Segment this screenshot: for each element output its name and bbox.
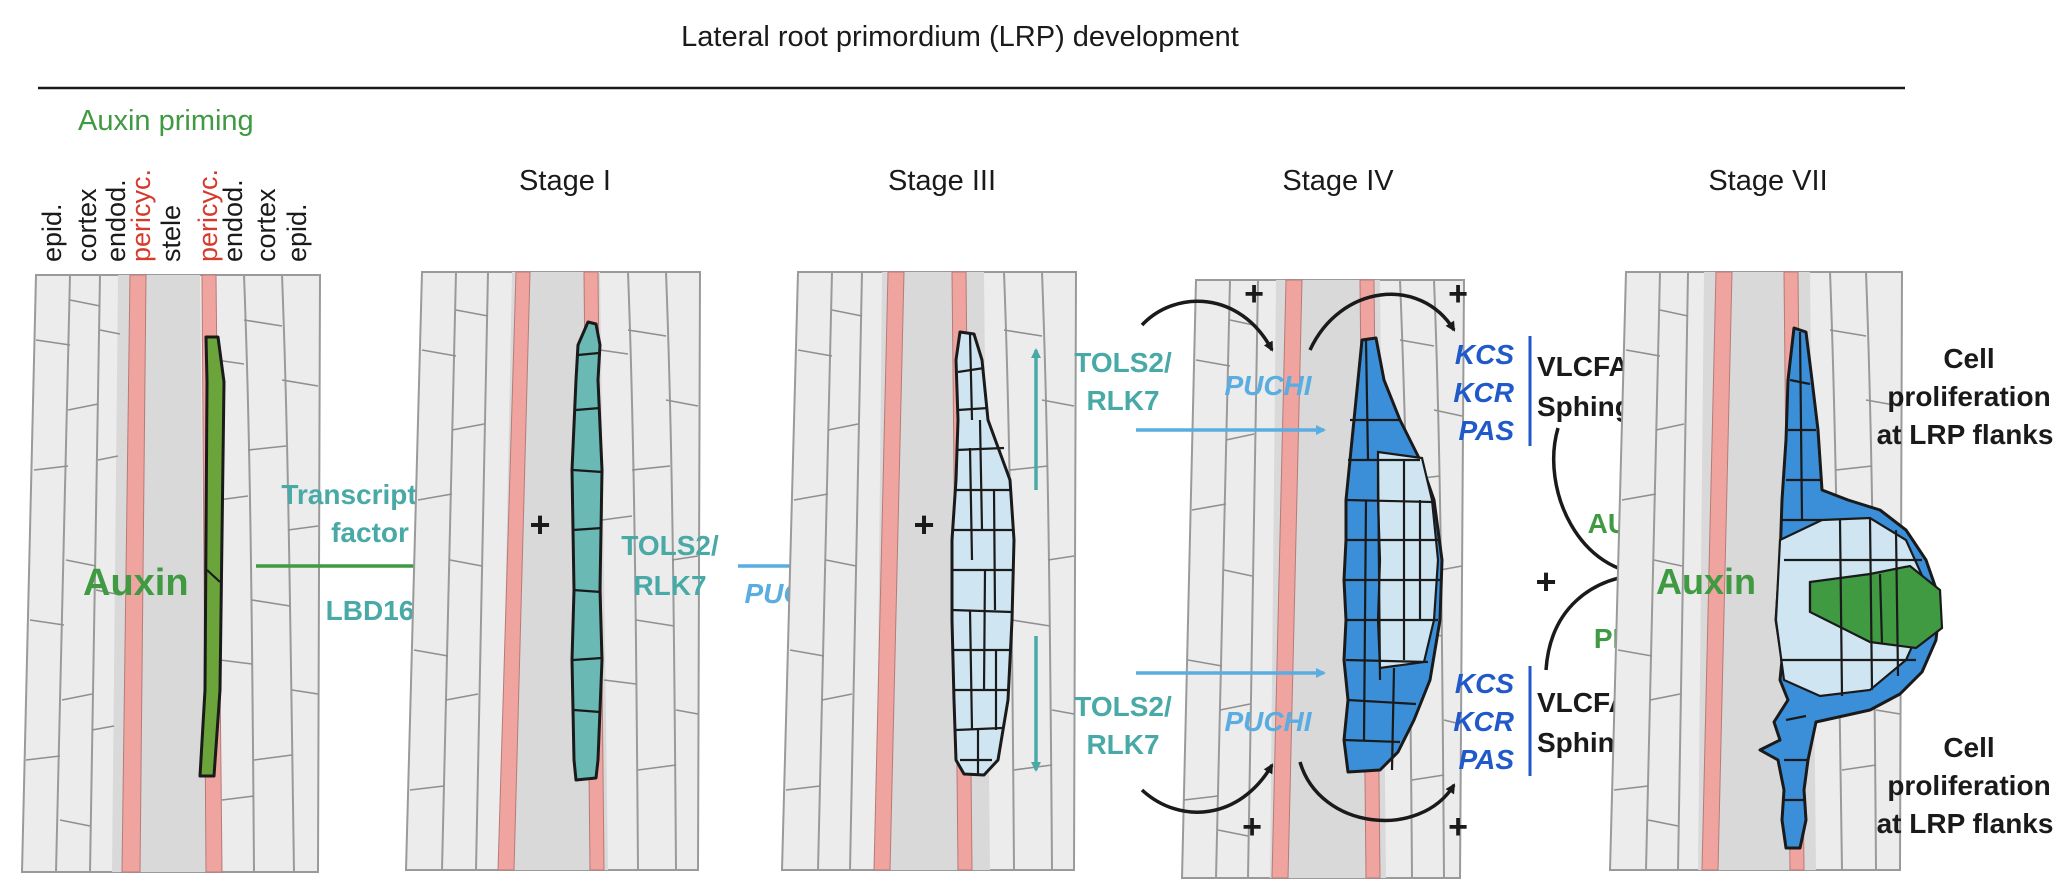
stage-i-primordium (570, 320, 604, 782)
figure-title: Lateral root primordium (LRP) developmen… (681, 21, 1239, 53)
lbd16-label: LBD16 (326, 595, 415, 626)
stage-vii-heading: Stage VII (1708, 165, 1827, 197)
flank-label-bottom: Cell proliferation at LRP flanks (1877, 732, 2054, 839)
tissue-label: stele (156, 205, 186, 262)
enzyme-label: KCR (1453, 706, 1514, 737)
flank-bottom-line: proliferation (1887, 770, 2050, 801)
enzyme-label: PAS (1459, 744, 1515, 775)
auxin-label-left: Auxin (83, 562, 189, 604)
receptor-bottom-line1: TOLS2/ (1074, 691, 1172, 722)
panel-stage-iii: Stage III + (780, 165, 1078, 871)
stage-iii-heading: Stage III (888, 165, 996, 197)
tissue-label: epid. (37, 203, 67, 262)
puchi-bottom-label: PUCHI (1224, 706, 1312, 737)
enzyme-label: KCS (1455, 339, 1514, 370)
auxin-primed-cell (198, 335, 226, 778)
stage-iv-inner-cells (1376, 450, 1440, 670)
panel-auxin-priming: Auxin priming epid. cortex endod. pericy… (20, 105, 322, 873)
tissue-label: endod. (101, 179, 131, 262)
curved-arrow-bottom-right (1298, 761, 1456, 823)
tissue-label-pericycle: pericyc. (126, 169, 156, 262)
enzymes-top: KCS KCR PAS (1453, 336, 1532, 446)
flank-top-line: proliferation (1887, 381, 2050, 412)
tissue-label: endod. (218, 179, 248, 262)
plus-bottom-right: + (1448, 808, 1468, 846)
stage-i-heading: Stage I (519, 165, 611, 197)
stage-iii-primordium (950, 330, 1016, 777)
puchi-top-label: PUCHI (1224, 370, 1312, 401)
enzyme-label: PAS (1459, 415, 1515, 446)
plus-bottom-left: + (1242, 808, 1262, 846)
panel-stage-i: Stage I + TOLS2/ RLK7 (404, 165, 719, 871)
flank-bottom-line: Cell (1943, 732, 1994, 763)
tissue-label: epid. (282, 203, 312, 262)
stage-i-receptor-line1: TOLS2/ (621, 530, 719, 561)
plus-top-right: + (1448, 275, 1468, 313)
auxin-priming-heading: Auxin priming (78, 105, 254, 137)
tf-label-line2: factor (331, 517, 409, 548)
stage-iii-plus: + (913, 504, 934, 545)
receptor-top-line1: TOLS2/ (1074, 347, 1172, 378)
enzyme-label: KCS (1455, 668, 1514, 699)
curved-arrow-top-right (1308, 292, 1456, 351)
flank-bottom-line: at LRP flanks (1877, 808, 2054, 839)
enzymes-bottom: KCS KCR PAS (1453, 666, 1532, 776)
root-section-2 (780, 271, 1078, 871)
flank-top-line: at LRP flanks (1877, 419, 2054, 450)
panel-stage-iv: Stage IV (1180, 165, 1466, 879)
stage-i-plus: + (529, 504, 550, 545)
flank-top-line: Cell (1943, 343, 1994, 374)
tissue-label-pericycle: pericyc. (193, 169, 223, 262)
flank-label-top: Cell proliferation at LRP flanks (1877, 343, 2054, 450)
stage-i-receptor-line2: RLK7 (633, 570, 706, 601)
plus-convergence: + (1535, 561, 1556, 602)
receptor-top-line2: RLK7 (1086, 385, 1159, 416)
stage-iv-heading: Stage IV (1282, 165, 1394, 197)
auxin-label-right: Auxin (1656, 561, 1756, 602)
tissue-label: cortex (251, 188, 281, 262)
curved-arrow-top-left (1140, 299, 1274, 352)
enzyme-label: KCR (1453, 377, 1514, 408)
plus-top-left: + (1244, 275, 1264, 313)
panel-stage-vii: Stage VII Auxin (1608, 165, 1944, 871)
root-section-0 (20, 274, 322, 873)
receptor-bottom-line2: RLK7 (1086, 729, 1159, 760)
tissue-labels: epid. cortex endod. pericyc. stele peric… (37, 169, 312, 262)
stage-vii-auxin-core (1808, 564, 1944, 650)
tissue-label: cortex (72, 188, 102, 262)
curved-arrow-bottom-left (1140, 763, 1274, 814)
